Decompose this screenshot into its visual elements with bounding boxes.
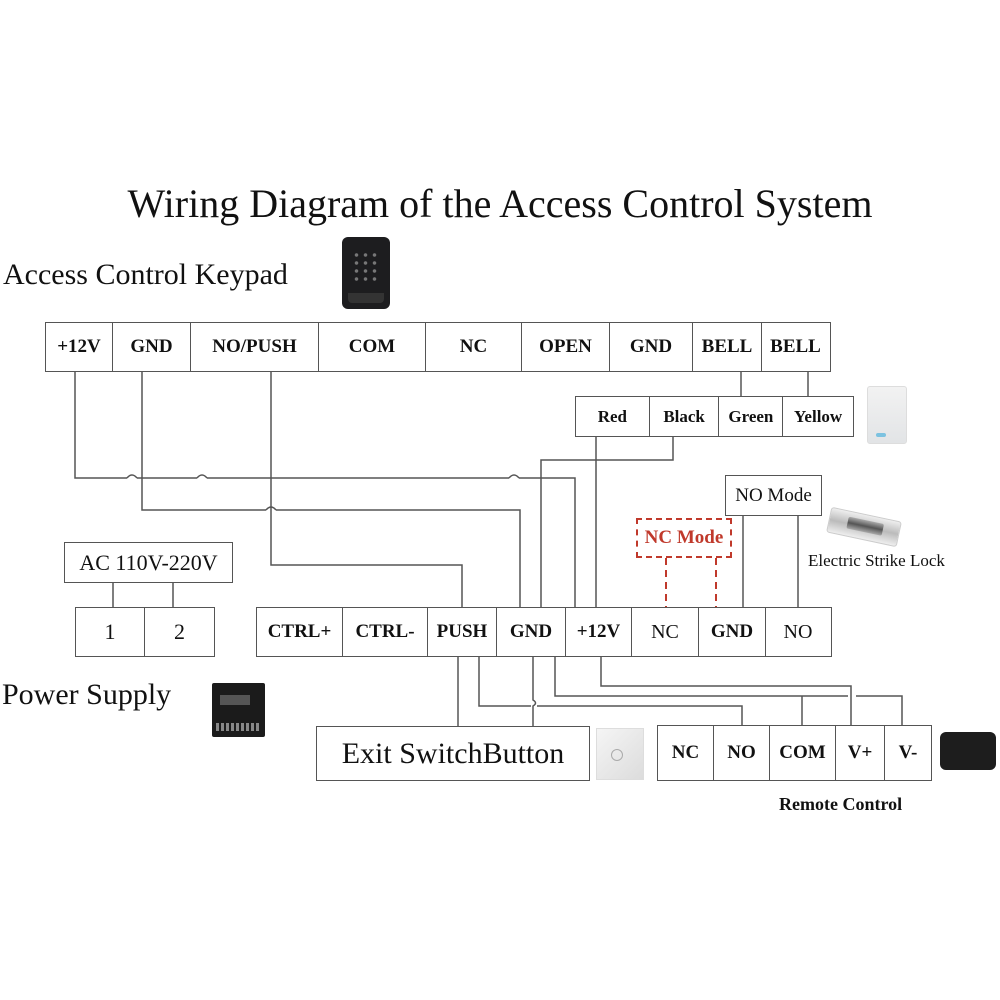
wire-remote-com xyxy=(554,656,903,725)
power-supply-terminal: NC xyxy=(632,608,699,656)
keypad-icon xyxy=(342,237,390,309)
ac-input-box: AC 110V-220V xyxy=(64,542,233,583)
keypad-terminal: COM xyxy=(319,323,426,371)
keypad-terminal: NC xyxy=(426,323,522,371)
doorbell-terminal: Green xyxy=(719,397,784,436)
remote-terminal: NO xyxy=(714,726,770,780)
keypad-terminal: +12V xyxy=(46,323,113,371)
keypad-terminal: OPEN xyxy=(522,323,610,371)
nc-mode-box: NC Mode xyxy=(636,518,732,558)
ac-terminal-block: 1 2 xyxy=(75,607,215,657)
wire-keypad-gnd xyxy=(141,372,521,607)
keypad-terminal: NO/PUSH xyxy=(191,323,319,371)
remote-control-terminal-block: NC NO COM V+ V- xyxy=(657,725,932,781)
wire-keypad-push xyxy=(270,372,463,607)
power-supply-terminal: NO xyxy=(783,620,813,643)
wire-exit-gnd xyxy=(532,656,537,726)
wire-remote-no xyxy=(478,656,743,725)
power-supply-terminal: CTRL- xyxy=(343,608,428,656)
power-supply-icon xyxy=(212,683,265,737)
exit-button-icon xyxy=(596,728,644,780)
doorbell-icon xyxy=(867,386,907,444)
keypad-terminal: BELL xyxy=(770,336,821,357)
remote-terminal: COM xyxy=(770,726,836,780)
remote-terminal: V+ xyxy=(836,726,885,780)
power-supply-terminal: PUSH xyxy=(428,608,497,656)
electric-strike-lock-label: Electric Strike Lock xyxy=(808,551,945,570)
power-supply-terminal: GND xyxy=(699,608,766,656)
wire-keypad-12v xyxy=(74,372,576,607)
remote-control-label: Remote Control xyxy=(779,794,903,814)
power-supply-label: Power Supply xyxy=(2,678,172,711)
doorbell-terminal-block: Red Black Green Yellow xyxy=(575,396,854,437)
ac-terminal: 1 xyxy=(76,608,145,656)
exit-switch-button-box: Exit SwitchButton xyxy=(316,726,590,781)
keypad-terminal: GND xyxy=(610,323,693,371)
power-supply-terminal-block: CTRL+ CTRL- PUSH GND +12V NC GND NO xyxy=(256,607,832,657)
remote-control-receiver-icon xyxy=(940,732,996,770)
wire-bell-black xyxy=(540,437,674,607)
power-supply-terminal: CTRL+ xyxy=(257,608,343,656)
power-supply-terminal: +12V xyxy=(566,608,632,656)
wire-remote-vplus xyxy=(600,656,852,725)
remote-terminal: NC xyxy=(658,726,714,780)
diagram-title: Wiring Diagram of the Access Control Sys… xyxy=(127,181,873,226)
doorbell-terminal: Black xyxy=(650,397,720,436)
power-supply-terminal: GND xyxy=(497,608,566,656)
keypad-label: Access Control Keypad xyxy=(3,258,288,291)
keypad-terminal: GND xyxy=(113,323,191,371)
remote-terminal: V- xyxy=(898,742,918,763)
keypad-terminal: BELL xyxy=(693,323,762,371)
doorbell-terminal: Red xyxy=(576,397,650,436)
doorbell-terminal: Yellow xyxy=(794,406,843,426)
ac-terminal: 2 xyxy=(174,619,185,644)
keypad-terminal-block: +12V GND NO/PUSH COM NC OPEN GND BELL BE… xyxy=(45,322,831,372)
no-mode-box: NO Mode xyxy=(725,475,822,516)
